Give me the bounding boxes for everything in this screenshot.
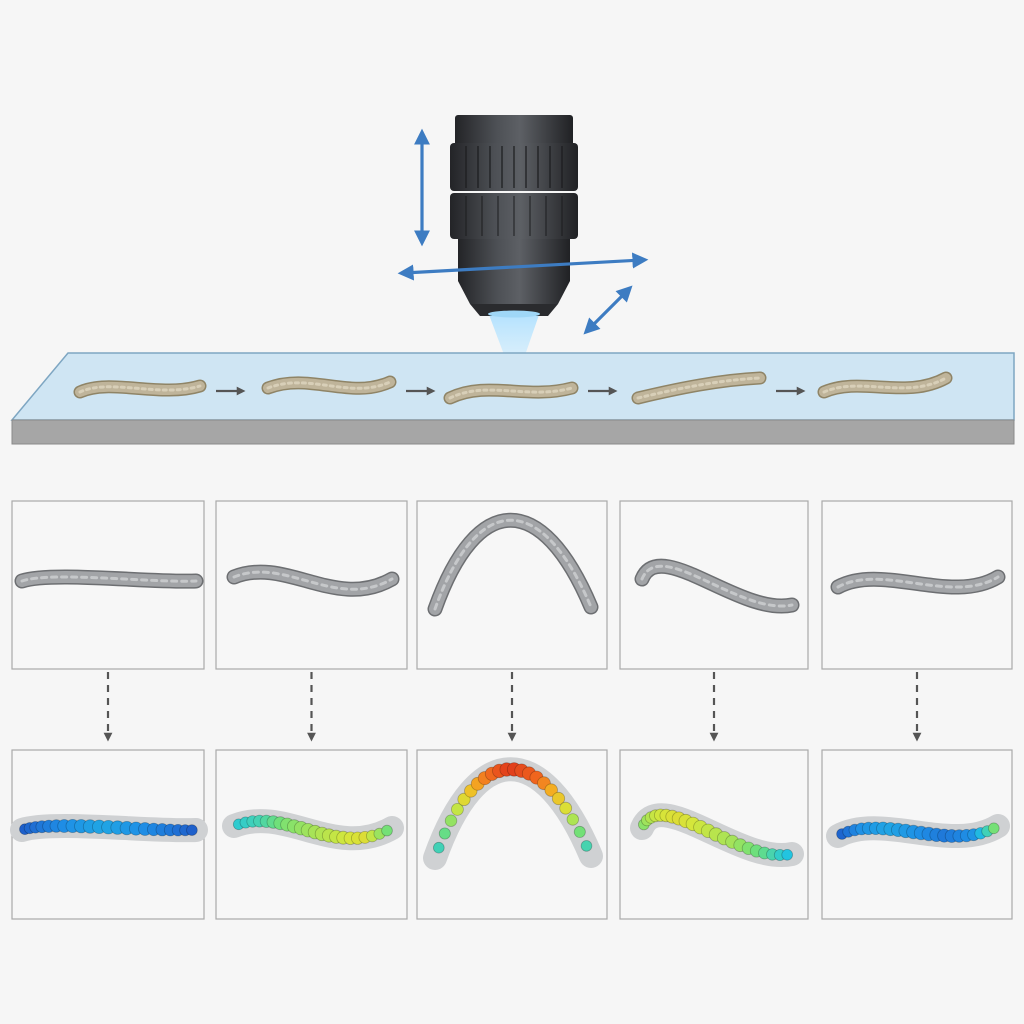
worm-icon xyxy=(14,569,204,589)
neuron-dot-icon xyxy=(559,801,573,815)
x-axis-arrow xyxy=(397,252,649,281)
posture-panel xyxy=(215,500,408,670)
neuron-dot-icon xyxy=(544,783,558,797)
activity-panel xyxy=(821,749,1013,920)
neuron-dot-icon xyxy=(186,824,198,836)
neuron-dot-icon xyxy=(450,803,464,816)
flow-arrow-row xyxy=(103,672,922,742)
neuron-dot-icon xyxy=(573,825,586,838)
neuron-dot-icon xyxy=(566,813,580,826)
slide-worm xyxy=(261,375,397,395)
slide-worm-sequence xyxy=(73,371,953,405)
activity-panel xyxy=(215,749,408,920)
activity-panel-row xyxy=(10,749,1013,920)
y-axis-arrow xyxy=(583,285,633,335)
worm-icon xyxy=(634,558,800,614)
worm-icon xyxy=(830,569,1006,595)
neuron-dot-icon xyxy=(987,822,1000,835)
posture-panel xyxy=(416,500,608,670)
neuron-dot-icon xyxy=(432,841,445,854)
posture-panel-row xyxy=(11,500,1013,670)
microscope-objective-icon xyxy=(450,115,578,318)
slide-worm xyxy=(73,379,207,399)
posture-panel xyxy=(619,500,809,670)
posture-panel xyxy=(11,500,205,670)
neuron-dot-icon xyxy=(457,792,471,807)
slide-worm xyxy=(631,371,767,405)
slide-worm xyxy=(443,381,579,405)
neuron-dot-icon xyxy=(580,840,593,852)
xyz-axis-arrows-icon xyxy=(397,128,649,335)
light-cone xyxy=(488,312,540,384)
microscope-slide xyxy=(10,352,1015,445)
posture-panel xyxy=(821,500,1013,670)
worm-icon xyxy=(226,564,400,597)
activity-panel xyxy=(416,749,608,920)
activity-panel xyxy=(10,749,208,920)
neuron-dot-icon xyxy=(381,824,393,837)
worm-icon xyxy=(427,512,599,617)
activity-panel xyxy=(619,749,809,920)
neuron-dot-icon xyxy=(781,848,793,861)
slide-worm xyxy=(817,371,953,399)
neuron-dot-icon xyxy=(444,814,458,827)
neuron-dot-icon xyxy=(551,791,566,806)
neuron-dot-icon xyxy=(438,827,451,840)
